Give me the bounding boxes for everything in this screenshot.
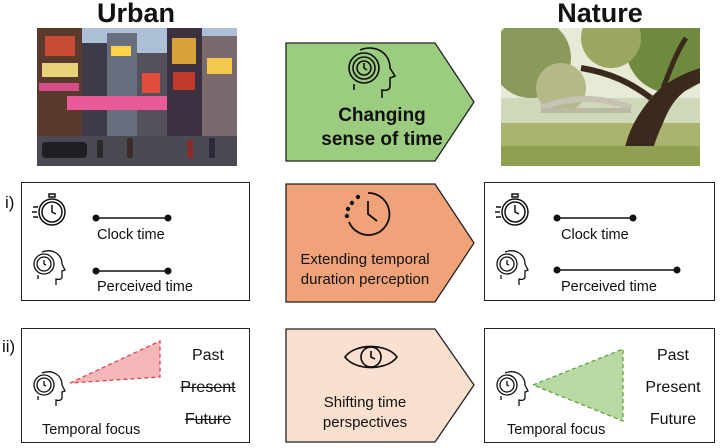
nature-header: Nature — [557, 0, 643, 28]
stopwatch-icon — [32, 193, 68, 232]
urban-clock-label: Clock time — [97, 227, 165, 243]
mid-arrow-line1: Extending temporal — [300, 251, 430, 268]
urban-past: Past — [191, 347, 224, 364]
head-clock-small-icon — [491, 248, 531, 291]
nature-focus-box: Past Present Future Temporal focus — [484, 328, 715, 443]
stopwatch-icon — [495, 193, 531, 232]
urban-duration-box: Clock time Perceived time — [21, 182, 250, 301]
head-clock-small-icon — [28, 369, 68, 412]
urban-focus-box: Past Present Future Temporal focus — [21, 328, 250, 443]
head-clock-small-icon — [491, 369, 531, 412]
changing-sense-arrow — [285, 42, 475, 162]
extending-duration-arrow — [285, 183, 475, 303]
urban-perceived-label: Perceived time — [97, 279, 193, 295]
nature-perceived-label: Perceived time — [561, 279, 657, 295]
mid-arrow-line2: duration perception — [300, 271, 430, 288]
bottom-arrow-line1: Shifting time — [323, 394, 407, 411]
urban-perceived-line — [92, 263, 172, 281]
urban-future: Future — [184, 411, 232, 428]
clock-extending-icon — [343, 189, 393, 244]
urban-present: Present — [180, 379, 236, 396]
row-label-i: i) — [5, 193, 15, 212]
bottom-arrow-line2: perspectives — [322, 414, 408, 431]
nature-past: Past — [656, 347, 689, 364]
eye-clock-icon — [343, 339, 399, 380]
nature-photo — [501, 28, 700, 166]
nature-clock-label: Clock time — [561, 227, 629, 243]
urban-clock-line — [92, 210, 172, 228]
nature-duration-box: Clock time Perceived time — [484, 182, 715, 301]
nature-clock-line — [553, 210, 637, 228]
past-focus-cone — [68, 339, 168, 394]
urban-header: Urban — [96, 0, 175, 28]
nature-focus-label: Temporal focus — [507, 422, 606, 438]
shifting-perspectives-arrow — [285, 328, 475, 443]
nature-present: Present — [645, 379, 701, 396]
head-clock-icon — [338, 44, 408, 100]
head-clock-small-icon — [28, 248, 68, 291]
row-label-ii: ii) — [2, 337, 16, 356]
nature-perceived-line — [553, 262, 683, 280]
urban-focus-label: Temporal focus — [42, 422, 141, 438]
urban-photo — [37, 28, 237, 166]
nature-future: Future — [649, 411, 697, 428]
top-arrow-line2: sense of time — [321, 129, 443, 150]
top-arrow-line1: Changing — [338, 105, 426, 126]
broad-focus-cone — [531, 347, 631, 432]
